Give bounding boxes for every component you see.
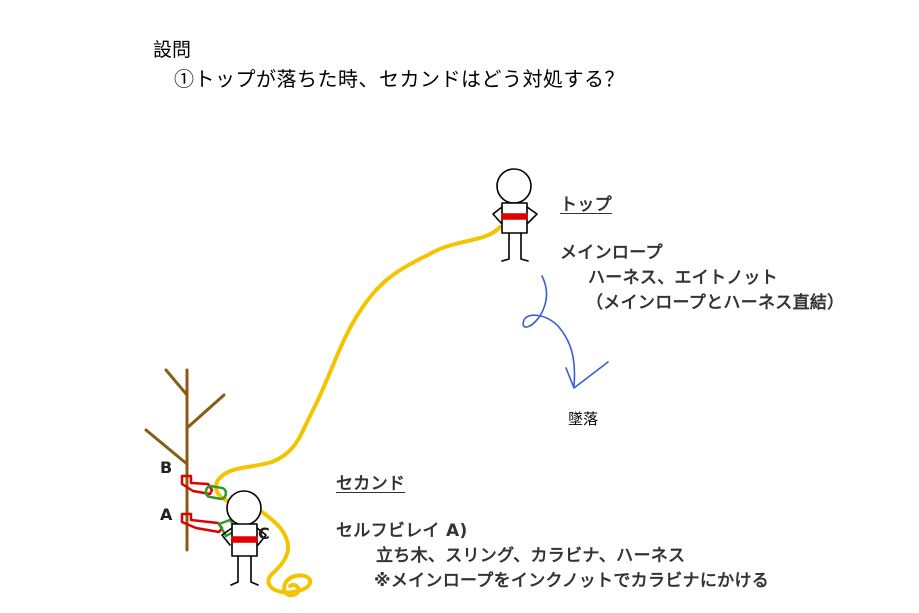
question-text: ①トップが落ちた時、セカンドはどう対処する？	[174, 67, 625, 91]
question-heading: 設問	[153, 39, 192, 61]
second-selfbelay-label: セルフビレイ A)	[336, 521, 468, 541]
top-climber-right-leg	[520, 232, 529, 262]
second-climber-left-leg	[230, 555, 239, 586]
top-climber-harness	[501, 213, 528, 220]
tree-branch-right	[185, 393, 226, 430]
tree	[144, 368, 226, 552]
point-b-label: B	[160, 458, 173, 477]
carabiner-b	[204, 484, 228, 501]
point-a-label: A	[160, 505, 173, 524]
second-climber-right-arm	[256, 527, 267, 546]
second-climber-head	[226, 490, 262, 526]
main-rope-slack	[260, 510, 313, 598]
fall-label: 墜落	[568, 410, 599, 428]
top-climber-head	[496, 168, 532, 204]
tree-branch-lower-left	[144, 428, 189, 466]
fall-arrow-head	[565, 361, 609, 389]
second-title: セカンド	[336, 474, 406, 494]
top-climber-right-arm	[526, 206, 538, 224]
second-climber-left-arm	[221, 527, 233, 546]
second-selfbelay-detail: 立ち木、スリング、カラビナ、ハーネス	[376, 546, 686, 566]
top-title: トップ	[560, 195, 612, 215]
point-c-label: C	[258, 524, 270, 543]
main-rope-to-top	[214, 225, 502, 510]
main-rope	[214, 225, 502, 598]
top-climber-left-arm	[492, 206, 503, 224]
top-climber-left-leg	[501, 232, 510, 262]
tree-branch-upper-left	[164, 368, 189, 397]
second-climber-right-leg	[250, 555, 259, 586]
sling-b	[180, 474, 214, 496]
top-rope-note: （メインロープとハーネス直結）	[586, 293, 845, 313]
second-selfbelay-note: ※メインロープをインクノットでカラビナにかける	[374, 571, 770, 591]
second-climber-harness	[231, 536, 258, 543]
fall-path-line	[522, 275, 576, 387]
fall-path	[522, 275, 609, 389]
top-climber-figure	[492, 168, 538, 262]
second-climber-figure	[221, 490, 267, 586]
top-rope-detail: ハーネス、エイトノット	[588, 268, 778, 288]
top-rope-label: メインロープ	[560, 243, 663, 263]
